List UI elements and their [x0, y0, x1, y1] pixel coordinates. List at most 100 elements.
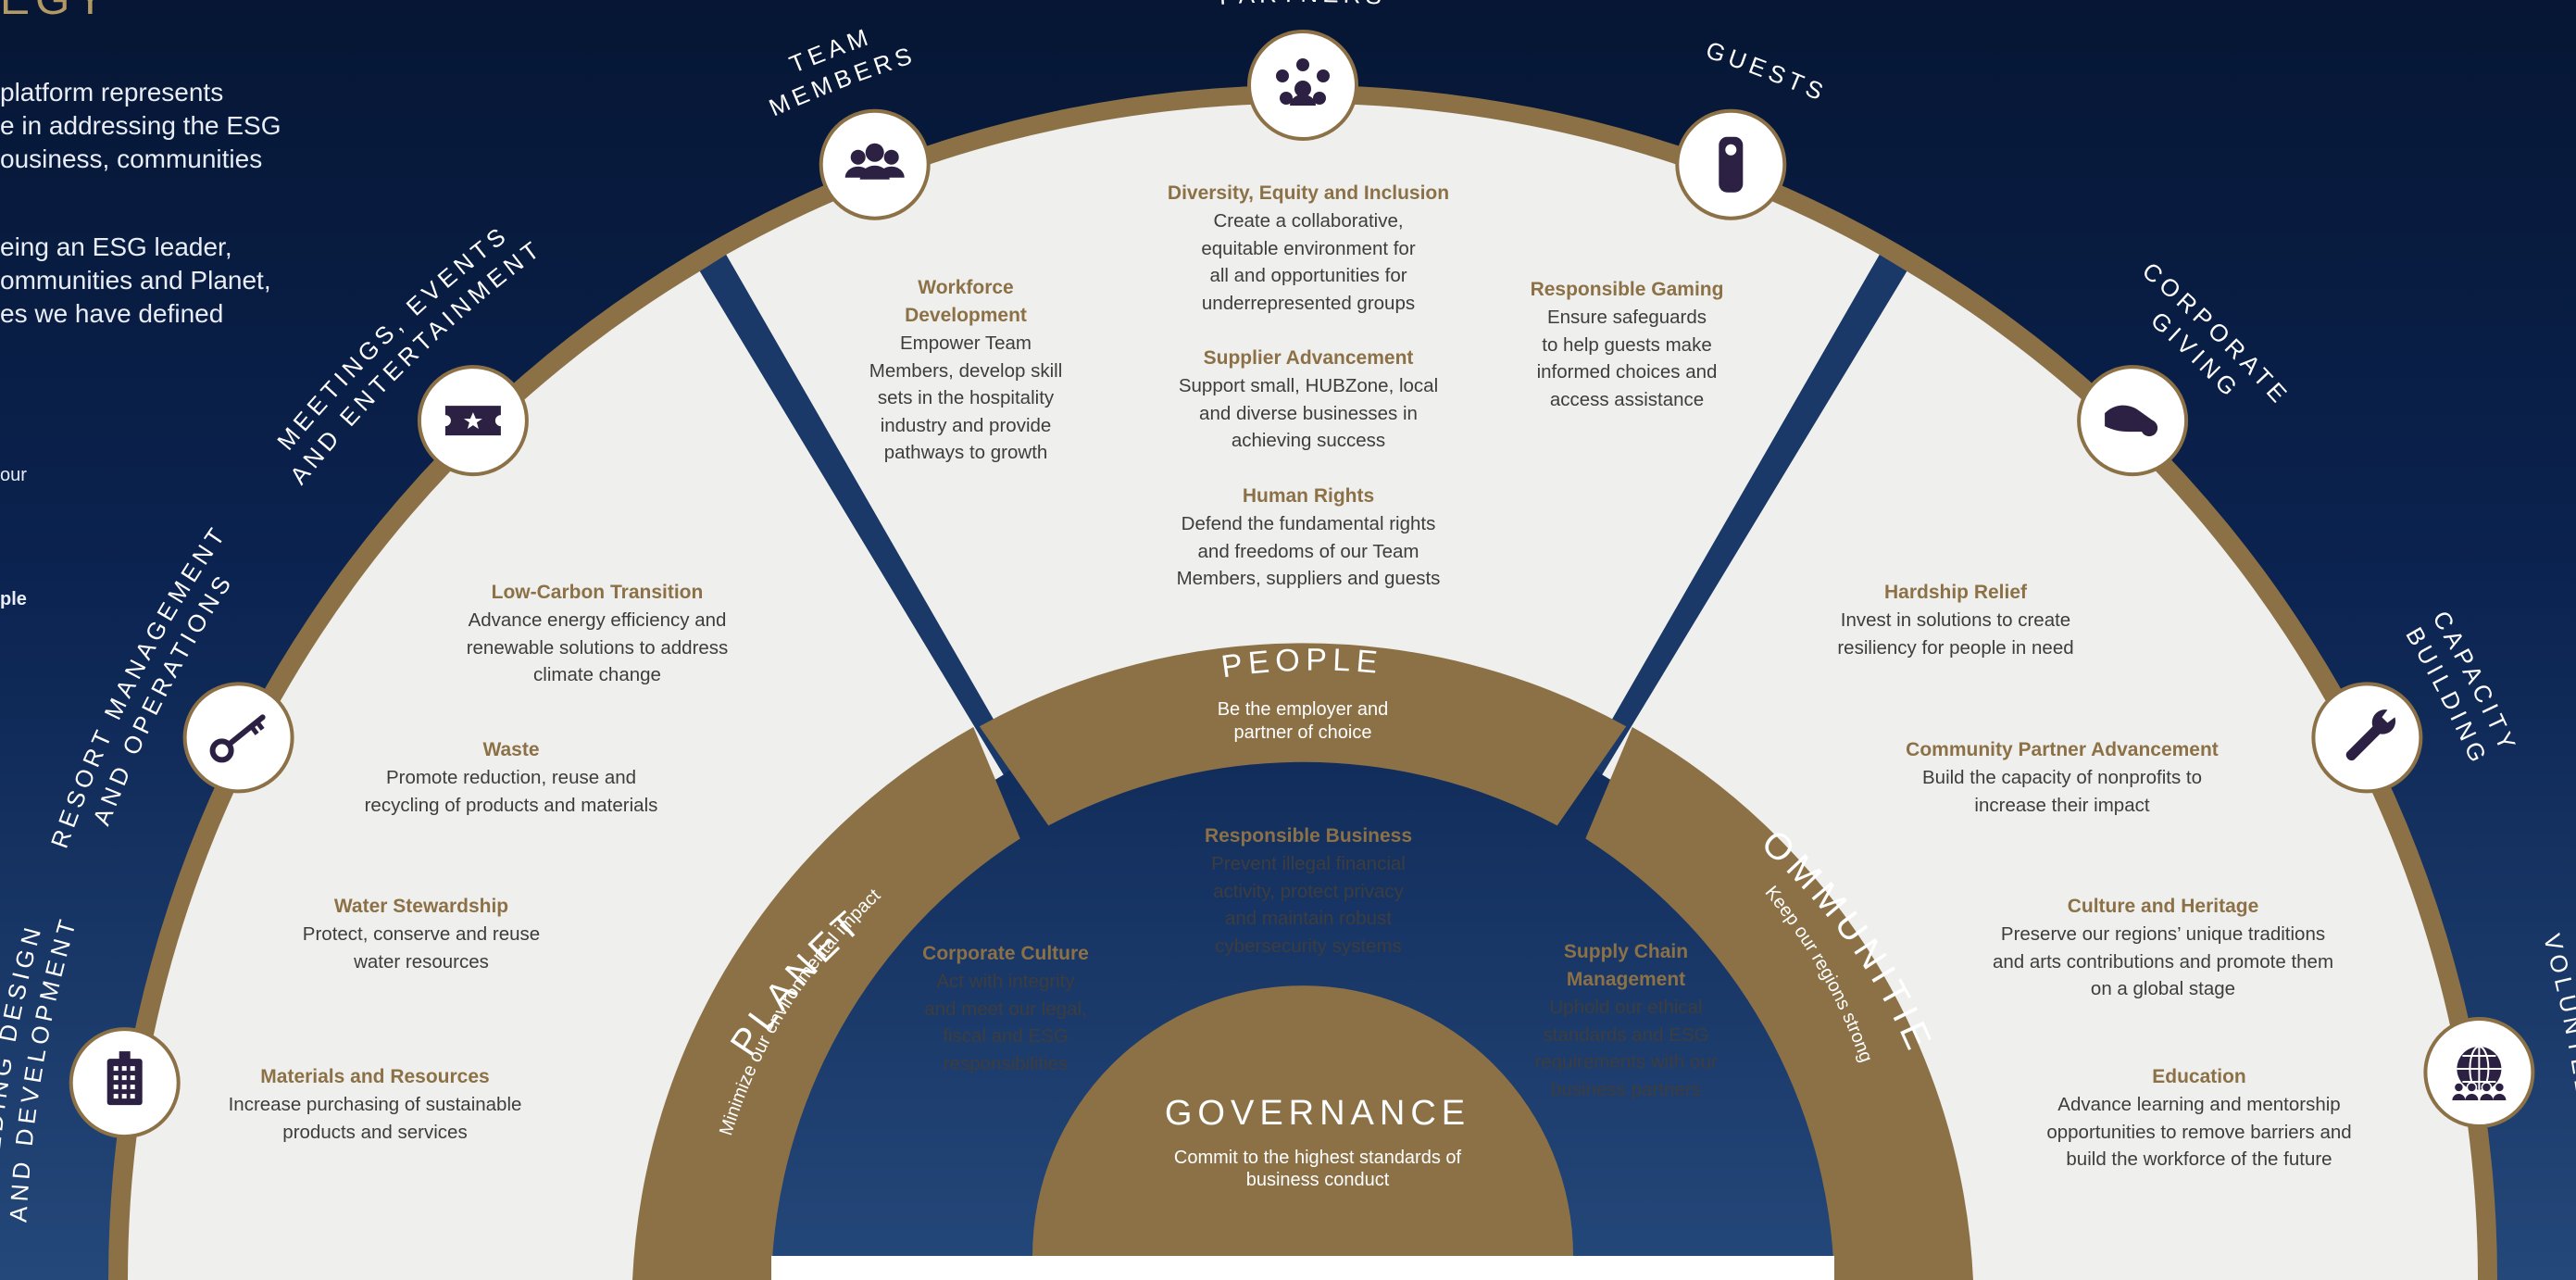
governance-tagline: business conduct: [1246, 1170, 1390, 1190]
topic-description: business partners: [1551, 1078, 1701, 1100]
topic-description: Advance energy efficiency and: [468, 609, 727, 631]
topic-description: water resources: [354, 950, 489, 973]
globe-people-icon: [2452, 1046, 2507, 1100]
topic-description: Support small, HUBZone, local: [1178, 375, 1439, 396]
topic-description: Preserve our regions’ unique traditions: [2000, 923, 2326, 945]
topic-title: Culture and Heritage: [2067, 896, 2259, 917]
separator-left: [699, 255, 1019, 775]
topic-description: increase their impact: [1974, 794, 2150, 816]
topic-description: and arts contributions and promote them: [1992, 950, 2334, 973]
intro-line: ousiness, communities: [0, 144, 263, 173]
governance-tagline: Commit to the highest standards of: [1174, 1148, 1462, 1168]
topic-description: Members, develop skill: [869, 359, 1063, 382]
topic-description: requirements with our: [1534, 1051, 1718, 1073]
topic-description: Build the capacity of nonprofits to: [1922, 767, 2202, 788]
stakeholder-label: PARTNERS: [1219, 0, 1387, 10]
topic-title: Workforce: [918, 277, 1014, 298]
topic-title: Waste: [482, 739, 540, 760]
topic-title: Hardship Relief: [1883, 582, 2028, 603]
topic-description: build the workforce of the future: [2066, 1148, 2332, 1170]
topic-title: Community Partner Advancement: [1906, 739, 2219, 760]
intro-line: eing an ESG leader,: [0, 232, 232, 261]
topic-description: Protect, conserve and reuse: [302, 923, 541, 945]
topic-description: and freedoms of our Team: [1197, 540, 1419, 562]
governance-title: GOVERNANCE: [1165, 1094, 1470, 1133]
topic-description: Ensure safeguards: [1546, 307, 1707, 328]
intro-line: es we have defined: [0, 299, 224, 328]
topic-title: Human Rights: [1242, 485, 1375, 507]
topic-description: industry and provide: [880, 414, 1052, 436]
stakeholder-badge: [69, 1027, 181, 1139]
stakeholder-label: VOLUNTEERISM: [2538, 931, 2576, 1179]
topic-description: opportunities to remove barriers and: [2046, 1121, 2352, 1143]
stakeholder-badge: [1675, 108, 1787, 220]
topic-description: pathways to growth: [883, 442, 1048, 463]
topic-description: Prevent illegal financial: [1211, 853, 1406, 874]
stakeholder-label: GUESTS: [1703, 36, 1832, 107]
topic-description: renewable solutions to address: [466, 636, 729, 659]
topic-title: Management: [1566, 969, 1686, 990]
strategy-heading-fragment: EGY: [0, 0, 110, 25]
people-tagline: partner of choice: [1234, 722, 1372, 743]
topic-description: Invest in solutions to create: [1840, 609, 2071, 631]
network-icon: [1276, 58, 1330, 106]
base-strip: [771, 1256, 1834, 1280]
topic-title: Education: [2152, 1066, 2246, 1087]
intro-line: e in addressing the ESG: [0, 111, 281, 140]
topic-description: Defend the fundamental rights: [1181, 513, 1436, 534]
stakeholder-badge: [2423, 1017, 2535, 1128]
topic-description: Uphold our ethical: [1549, 997, 1703, 1018]
topic-title: Supplier Advancement: [1203, 347, 1414, 369]
governance-dome: [1032, 985, 1573, 1256]
separator-right: [1586, 255, 1907, 775]
stakeholder-badge: [1247, 30, 1358, 141]
topic-title: Responsible Gaming: [1530, 279, 1724, 300]
topic-title: Diversity, Equity and Inclusion: [1167, 182, 1450, 204]
topic-description: on a global stage: [2090, 978, 2236, 999]
topic-description: Empower Team: [899, 333, 1032, 354]
side-note: ple: [0, 589, 27, 609]
stakeholder-label: RESORT MANAGEMENT: [45, 520, 232, 852]
topic-description: activity, protect privacy: [1213, 880, 1404, 902]
topic-title: Materials and Resources: [260, 1066, 490, 1087]
people-title: PEOPLE: [1219, 643, 1384, 685]
communities-band: [1585, 727, 1973, 1280]
topic-title: Development: [905, 305, 1027, 326]
wrench-icon: [2345, 709, 2396, 760]
topic-description: and maintain robust: [1224, 908, 1393, 929]
stakeholder-badge: [2077, 365, 2189, 477]
giving-hand-icon: [2105, 405, 2158, 437]
door-hanger-icon: [1719, 136, 1744, 193]
ticket-icon: [444, 406, 501, 436]
topic-title: Low-Carbon Transition: [491, 582, 704, 603]
topic-description: all and opportunities for: [1209, 265, 1407, 286]
topic-description: to help guests make: [1542, 333, 1712, 356]
topic-description: Advance learning and mentorship: [2057, 1094, 2341, 1115]
topic-description: resiliency for people in need: [1837, 636, 2074, 659]
topic-description: products and services: [282, 1121, 468, 1143]
stakeholder-badge: [2311, 682, 2423, 794]
topic-title: Supply Chain: [1563, 941, 1689, 962]
topic-description: cybersecurity systems: [1215, 935, 1402, 957]
intro-line: platform represents: [0, 78, 224, 107]
topic-title: Responsible Business: [1204, 825, 1413, 847]
side-note: our: [0, 465, 27, 485]
topic-description: Create a collaborative,: [1213, 210, 1404, 232]
intro-line: ommunities and Planet,: [0, 266, 271, 295]
topic-description: Members, suppliers and guests: [1176, 568, 1441, 589]
topic-description: responsibilities: [943, 1052, 1069, 1074]
building-icon: [106, 1051, 143, 1106]
topic-description: fiscal and ESG: [943, 1025, 1069, 1047]
topic-description: Increase purchasing of sustainable: [228, 1094, 522, 1115]
